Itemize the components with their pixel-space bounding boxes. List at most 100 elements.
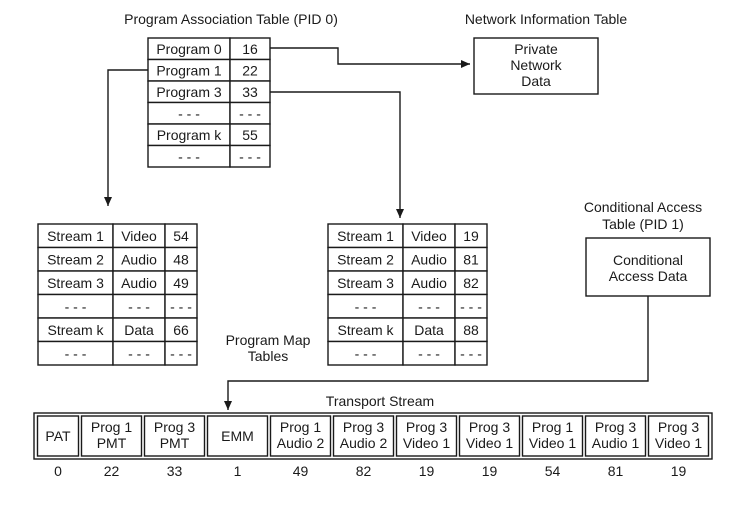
ts-packet-label: Video 1 [466, 435, 513, 451]
ts-packet-label: Audio 2 [340, 435, 388, 451]
ts-packet-label: Prog 3 [154, 419, 195, 435]
pmt-right-cell-text: 81 [463, 251, 479, 267]
ts-packet: EMM [206, 415, 269, 457]
ts-packet-label: Video 1 [529, 435, 576, 451]
pmt-left-cell-text: 48 [173, 251, 189, 267]
pmt-right-cell-text: Stream 1 [337, 228, 394, 244]
pmt-left-cell-text: Audio [121, 251, 157, 267]
pmt-caption-line2: Tables [248, 348, 288, 364]
ts-packet-pid: 19 [419, 463, 435, 479]
cat-box-line2: Access Data [609, 268, 688, 284]
pat-cell-text: 16 [242, 41, 258, 57]
ts-packet-pid: 33 [167, 463, 183, 479]
pmt-left-row: Stream k Data 66 [37, 317, 198, 343]
cat-title-line1: Conditional Access [584, 199, 702, 215]
arrow-cat-to-ts [224, 296, 649, 410]
cat-box-line1: Conditional [613, 252, 683, 268]
pat-title: Program Association Table (PID 0) [124, 11, 338, 27]
ts-packet-label: Video 1 [655, 435, 702, 451]
pmt-right-row: Stream 2 Audio 81 [327, 246, 488, 272]
pmt-right-cell-text: - - - [460, 345, 482, 361]
pmt-left-cell-text: 66 [173, 322, 189, 338]
pmt-left-row: - - -- - -- - - [37, 340, 198, 366]
pmt-left-cell-text: Stream 1 [47, 228, 104, 244]
ts-title: Transport Stream [326, 393, 434, 409]
pmt-left-cell-text: Video [121, 228, 157, 244]
arrow-program1-to-pmt-left [104, 69, 148, 206]
pmt-right-cell-text: 19 [463, 228, 479, 244]
cat-box: Conditional Access Data [585, 237, 711, 297]
pat-cell-text: Program 0 [156, 41, 222, 57]
ts-packet-pid: 22 [104, 463, 120, 479]
ts-packet-pid: 0 [54, 463, 62, 479]
pmt-right-cell-text: - - - [418, 298, 440, 314]
pmt-left-cell-text: - - - [170, 298, 192, 314]
pmt-right-row: - - -- - -- - - [327, 340, 488, 366]
pmt-right-cell-text: Stream 3 [337, 275, 394, 291]
pat-cell-text: Program 1 [156, 62, 222, 78]
ts-packet-label: Prog 3 [595, 419, 636, 435]
ts-packet-box [206, 415, 269, 457]
nit-box-line2: Network [510, 57, 562, 73]
pat-cell-text: - - - [178, 105, 200, 121]
ts-packet-label: Prog 1 [532, 419, 573, 435]
pmt-right-cell-text: Stream k [337, 322, 394, 338]
ts-packet-label: Prog 1 [280, 419, 321, 435]
ts-packet-box [143, 415, 206, 457]
pmt-left-cell-text: - - - [128, 298, 150, 314]
ts-packet-box [395, 415, 458, 457]
ts-packet-label: PMT [160, 435, 190, 451]
pat-row: Program 1 22 [147, 58, 271, 82]
ts-packet-label: PAT [45, 428, 71, 444]
ts-packet-label: Prog 3 [658, 419, 699, 435]
pmt-left-cell-text: Stream k [47, 322, 104, 338]
pmt-right-cell-text: Data [414, 322, 444, 338]
ts-packet-label: Audio 2 [277, 435, 325, 451]
cat-title-line2: Table (PID 1) [602, 216, 684, 232]
pat-row: - - -- - - [147, 144, 271, 168]
pmt-left-cell-text: Data [124, 322, 154, 338]
ts-packet-pid: 19 [482, 463, 498, 479]
pat-cell-text: Program k [157, 127, 223, 143]
pmt-left-cell-text: Stream 2 [47, 251, 104, 267]
pmt-right-cell-text: - - - [418, 345, 440, 361]
ts-packet-label: Prog 1 [91, 419, 132, 435]
pmt-right-cell-text: Stream 2 [337, 251, 394, 267]
ts-packet-label: PMT [97, 435, 127, 451]
pat-cell-text: - - - [178, 148, 200, 164]
ts-packet-box [521, 415, 584, 457]
nit-box: Private Network Data [473, 37, 599, 95]
nit-box-line3: Data [521, 73, 551, 89]
pmt-right-cell-text: Audio [411, 275, 447, 291]
ts-packet-pid: 49 [293, 463, 309, 479]
ts-packet-pid: 81 [608, 463, 624, 479]
pat-cell-text: 22 [242, 62, 258, 78]
pat-cell-text: - - - [239, 105, 261, 121]
pmt-right-cell-box [454, 340, 488, 366]
pmt-left-cell-text: Stream 3 [47, 275, 104, 291]
pmt-left-cell-text: - - - [170, 345, 192, 361]
pat-cell-text: - - - [239, 148, 261, 164]
ts-packet-box [647, 415, 710, 457]
ts-packet-box [269, 415, 332, 457]
pmt-left-cell-text: Audio [121, 275, 157, 291]
pmt-left-cell-text: 49 [173, 275, 189, 291]
pmt-left-cell-box [164, 340, 198, 366]
pmt-right-row: - - -- - -- - - [327, 293, 488, 319]
ts-packet-label: Prog 3 [343, 419, 384, 435]
ts-packet-box [332, 415, 395, 457]
pmt-right-cell-text: Audio [411, 251, 447, 267]
